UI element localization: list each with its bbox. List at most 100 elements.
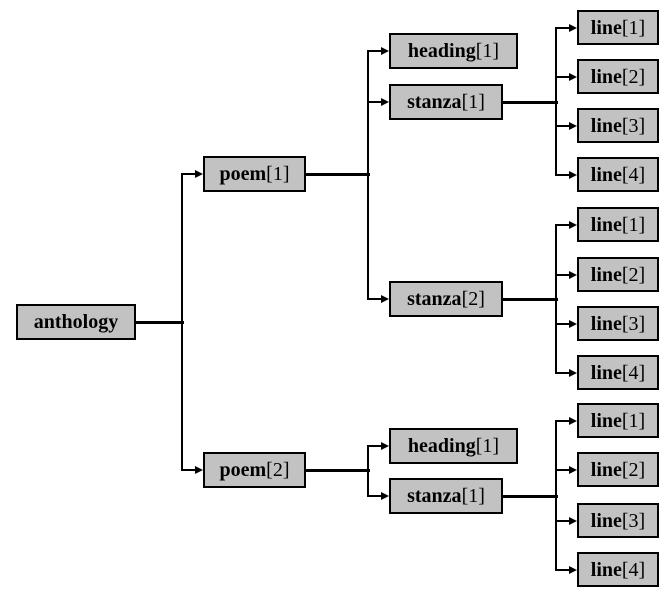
node-poem1-stanza1-line-3: line[3] xyxy=(577,108,659,143)
node-poem2-stanza1-line-4: line[4] xyxy=(577,552,659,587)
arrowhead-icon-poem1-stanza2-1 xyxy=(569,220,577,229)
edge-rail-poem2-stanza1 xyxy=(555,419,557,571)
arrowhead-icon-poem2-stanza1-1 xyxy=(569,416,577,425)
node-poem1-heading-1: heading[1] xyxy=(389,33,518,69)
edge-branch-poem2-stanza1-2 xyxy=(555,468,569,471)
node-index-text: [1] xyxy=(461,485,485,507)
arrowhead-icon-poem1-3 xyxy=(381,295,389,303)
edge-trunk-poem2-stanza1 xyxy=(503,494,558,498)
arrowhead-icon-poem2-2 xyxy=(381,492,389,500)
edge-branch-poem1-2 xyxy=(367,101,381,103)
node-name-text: poem xyxy=(219,459,267,481)
node-poem2-stanza1-line-3: line[3] xyxy=(577,503,659,538)
node-poem1-stanza1-line-1: line[1] xyxy=(577,10,659,45)
node-poem1-stanza-2: stanza[2] xyxy=(389,281,503,317)
arrowhead-icon-poem2-stanza1-2 xyxy=(569,465,577,474)
node-poem1-stanza-1: stanza[1] xyxy=(389,84,503,120)
arrowhead-icon-poem2-stanza1-4 xyxy=(569,565,577,574)
edge-branch-poem1-stanza2-4 xyxy=(555,371,569,374)
edge-trunk-poem1-stanza2 xyxy=(503,297,558,301)
edge-branch-anthology-2 xyxy=(181,469,195,471)
node-index-text: [3] xyxy=(621,509,646,532)
edge-branch-poem2-2 xyxy=(367,495,381,497)
node-name-text: anthology xyxy=(33,311,119,333)
node-name-text: line xyxy=(590,213,622,236)
edge-branch-poem2-stanza1-3 xyxy=(555,519,569,522)
node-name-text: stanza xyxy=(407,288,462,310)
node-index-text: [4] xyxy=(621,361,646,384)
edge-rail-poem1-stanza2 xyxy=(555,223,557,374)
edge-branch-poem1-1 xyxy=(367,50,381,52)
edge-rail-poem1-stanza1 xyxy=(555,26,557,176)
node-index-text: [1] xyxy=(621,409,646,432)
edge-branch-poem2-stanza1-4 xyxy=(555,568,569,571)
node-index-text: [1] xyxy=(621,16,646,39)
node-index-text: [4] xyxy=(621,163,646,186)
edge-trunk-anthology xyxy=(136,320,184,324)
node-index-text: [2] xyxy=(621,458,646,481)
edge-branch-poem1-stanza2-3 xyxy=(555,322,569,325)
node-poem1-stanza2-line-2: line[2] xyxy=(577,257,659,292)
edge-rail-anthology xyxy=(181,173,183,471)
edge-branch-poem1-stanza2-1 xyxy=(555,223,569,226)
node-name-text: stanza xyxy=(407,485,462,507)
arrowhead-icon-anthology-2 xyxy=(195,466,203,474)
node-index-text: [2] xyxy=(461,288,485,310)
node-name-text: line xyxy=(590,163,622,186)
edge-branch-poem2-1 xyxy=(367,445,381,447)
node-name-text: line xyxy=(590,509,622,532)
edge-branch-poem1-stanza1-1 xyxy=(555,26,569,29)
arrowhead-icon-poem1-stanza1-4 xyxy=(569,170,577,179)
node-name-text: line xyxy=(590,361,622,384)
node-name-text: line xyxy=(590,114,622,137)
arrowhead-icon-poem1-stanza1-3 xyxy=(569,121,577,130)
node-poem-1: poem[1] xyxy=(203,156,306,192)
node-index-text: [4] xyxy=(621,558,646,581)
edge-trunk-poem1-stanza1 xyxy=(503,100,558,104)
node-poem1-stanza2-line-1: line[1] xyxy=(577,207,659,242)
arrowhead-icon-poem1-stanza2-2 xyxy=(569,270,577,279)
arrowhead-icon-poem2-1 xyxy=(381,442,389,450)
node-poem1-stanza2-line-3: line[3] xyxy=(577,306,659,341)
node-poem2-stanza1-line-1: line[1] xyxy=(577,403,659,438)
arrowhead-icon-poem1-stanza2-4 xyxy=(569,368,577,377)
node-name-text: line xyxy=(590,65,622,88)
node-anthology: anthology xyxy=(16,304,136,340)
node-name-text: poem xyxy=(219,163,267,185)
node-poem1-stanza1-line-4: line[4] xyxy=(577,157,659,192)
edge-branch-poem1-stanza1-4 xyxy=(555,173,569,176)
edge-trunk-poem1 xyxy=(306,172,370,176)
node-index-text: [1] xyxy=(475,40,500,62)
node-name-text: line xyxy=(590,558,622,581)
node-name-text: line xyxy=(590,458,622,481)
edge-branch-poem2-stanza1-1 xyxy=(555,419,569,422)
node-name-text: line xyxy=(590,263,622,286)
node-index-text: [1] xyxy=(621,213,646,236)
node-index-text: [1] xyxy=(266,163,290,185)
node-poem2-heading-1: heading[1] xyxy=(389,428,518,464)
node-poem1-stanza1-line-2: line[2] xyxy=(577,59,659,94)
arrowhead-icon-poem1-stanza2-3 xyxy=(569,319,577,328)
node-name-text: heading xyxy=(407,435,476,457)
node-index-text: [2] xyxy=(621,263,646,286)
edge-branch-poem1-stanza1-3 xyxy=(555,124,569,127)
edge-rail-poem1 xyxy=(367,50,369,300)
arrowhead-icon-poem1-1 xyxy=(381,47,389,55)
edge-trunk-poem2 xyxy=(306,468,370,472)
node-name-text: heading xyxy=(407,40,476,62)
arrowhead-icon-anthology-1 xyxy=(195,170,203,178)
edge-branch-anthology-1 xyxy=(181,173,195,175)
node-name-text: line xyxy=(590,16,622,39)
node-poem2-stanza-1: stanza[1] xyxy=(389,478,503,514)
node-poem-2: poem[2] xyxy=(203,452,306,488)
arrowhead-icon-poem1-2 xyxy=(381,98,389,106)
node-name-text: line xyxy=(590,409,622,432)
edge-branch-poem1-stanza2-2 xyxy=(555,273,569,276)
edge-branch-poem1-stanza1-2 xyxy=(555,75,569,78)
arrowhead-icon-poem1-stanza1-1 xyxy=(569,23,577,32)
node-name-text: stanza xyxy=(407,91,462,113)
node-index-text: [2] xyxy=(621,65,646,88)
node-index-text: [3] xyxy=(621,312,646,335)
edge-rail-poem2 xyxy=(367,445,369,497)
